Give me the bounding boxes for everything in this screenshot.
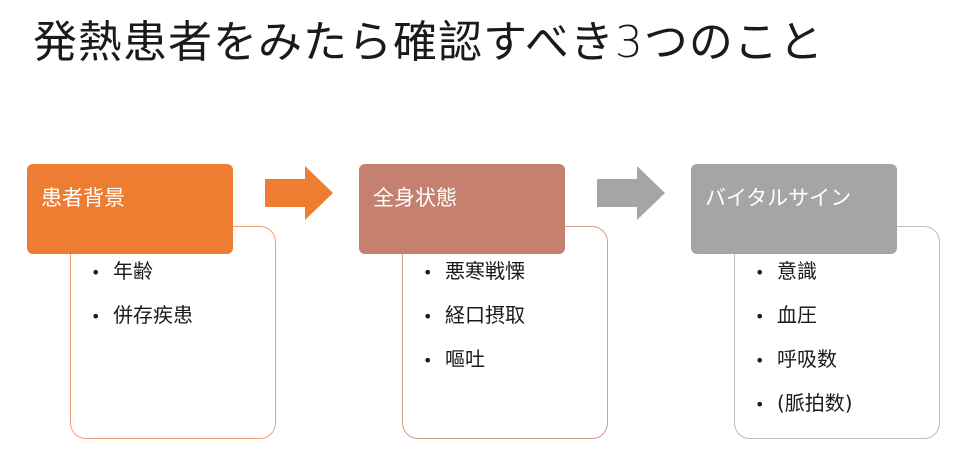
bullet-icon: • <box>91 263 101 282</box>
bullet-icon: • <box>755 351 765 370</box>
arrow-right-icon <box>265 166 333 220</box>
step-2-header: 全身状態 <box>359 164 565 254</box>
bullet-icon: • <box>755 395 765 414</box>
step-1-details-box: •年齢 •併存疾患 <box>70 226 276 439</box>
list-item: •併存疾患 <box>91 293 275 337</box>
list-item: •悪寒戦慄 <box>423 249 607 293</box>
list-item: •経口摂取 <box>423 293 607 337</box>
page-title: 発熱患者をみたら確認すべき3つのこと <box>33 17 824 68</box>
list-item: •(脈拍数) <box>755 381 939 425</box>
bullet-icon: • <box>755 307 765 326</box>
list-item: •嘔吐 <box>423 337 607 381</box>
bullet-icon: • <box>423 263 433 282</box>
bullet-icon: • <box>755 263 765 282</box>
list-item: •年齢 <box>91 249 275 293</box>
step-1-header: 患者背景 <box>27 164 233 254</box>
step-3-details-box: •意識 •血圧 •呼吸数 •(脈拍数) <box>734 226 940 439</box>
list-item: •意識 <box>755 249 939 293</box>
list-item: •血圧 <box>755 293 939 337</box>
bullet-icon: • <box>423 351 433 370</box>
step-3-header: バイタルサイン <box>691 164 897 254</box>
arrow-right-icon <box>597 166 665 220</box>
list-item: •呼吸数 <box>755 337 939 381</box>
step-2-details-box: •悪寒戦慄 •経口摂取 •嘔吐 <box>402 226 608 439</box>
bullet-icon: • <box>423 307 433 326</box>
bullet-icon: • <box>91 307 101 326</box>
